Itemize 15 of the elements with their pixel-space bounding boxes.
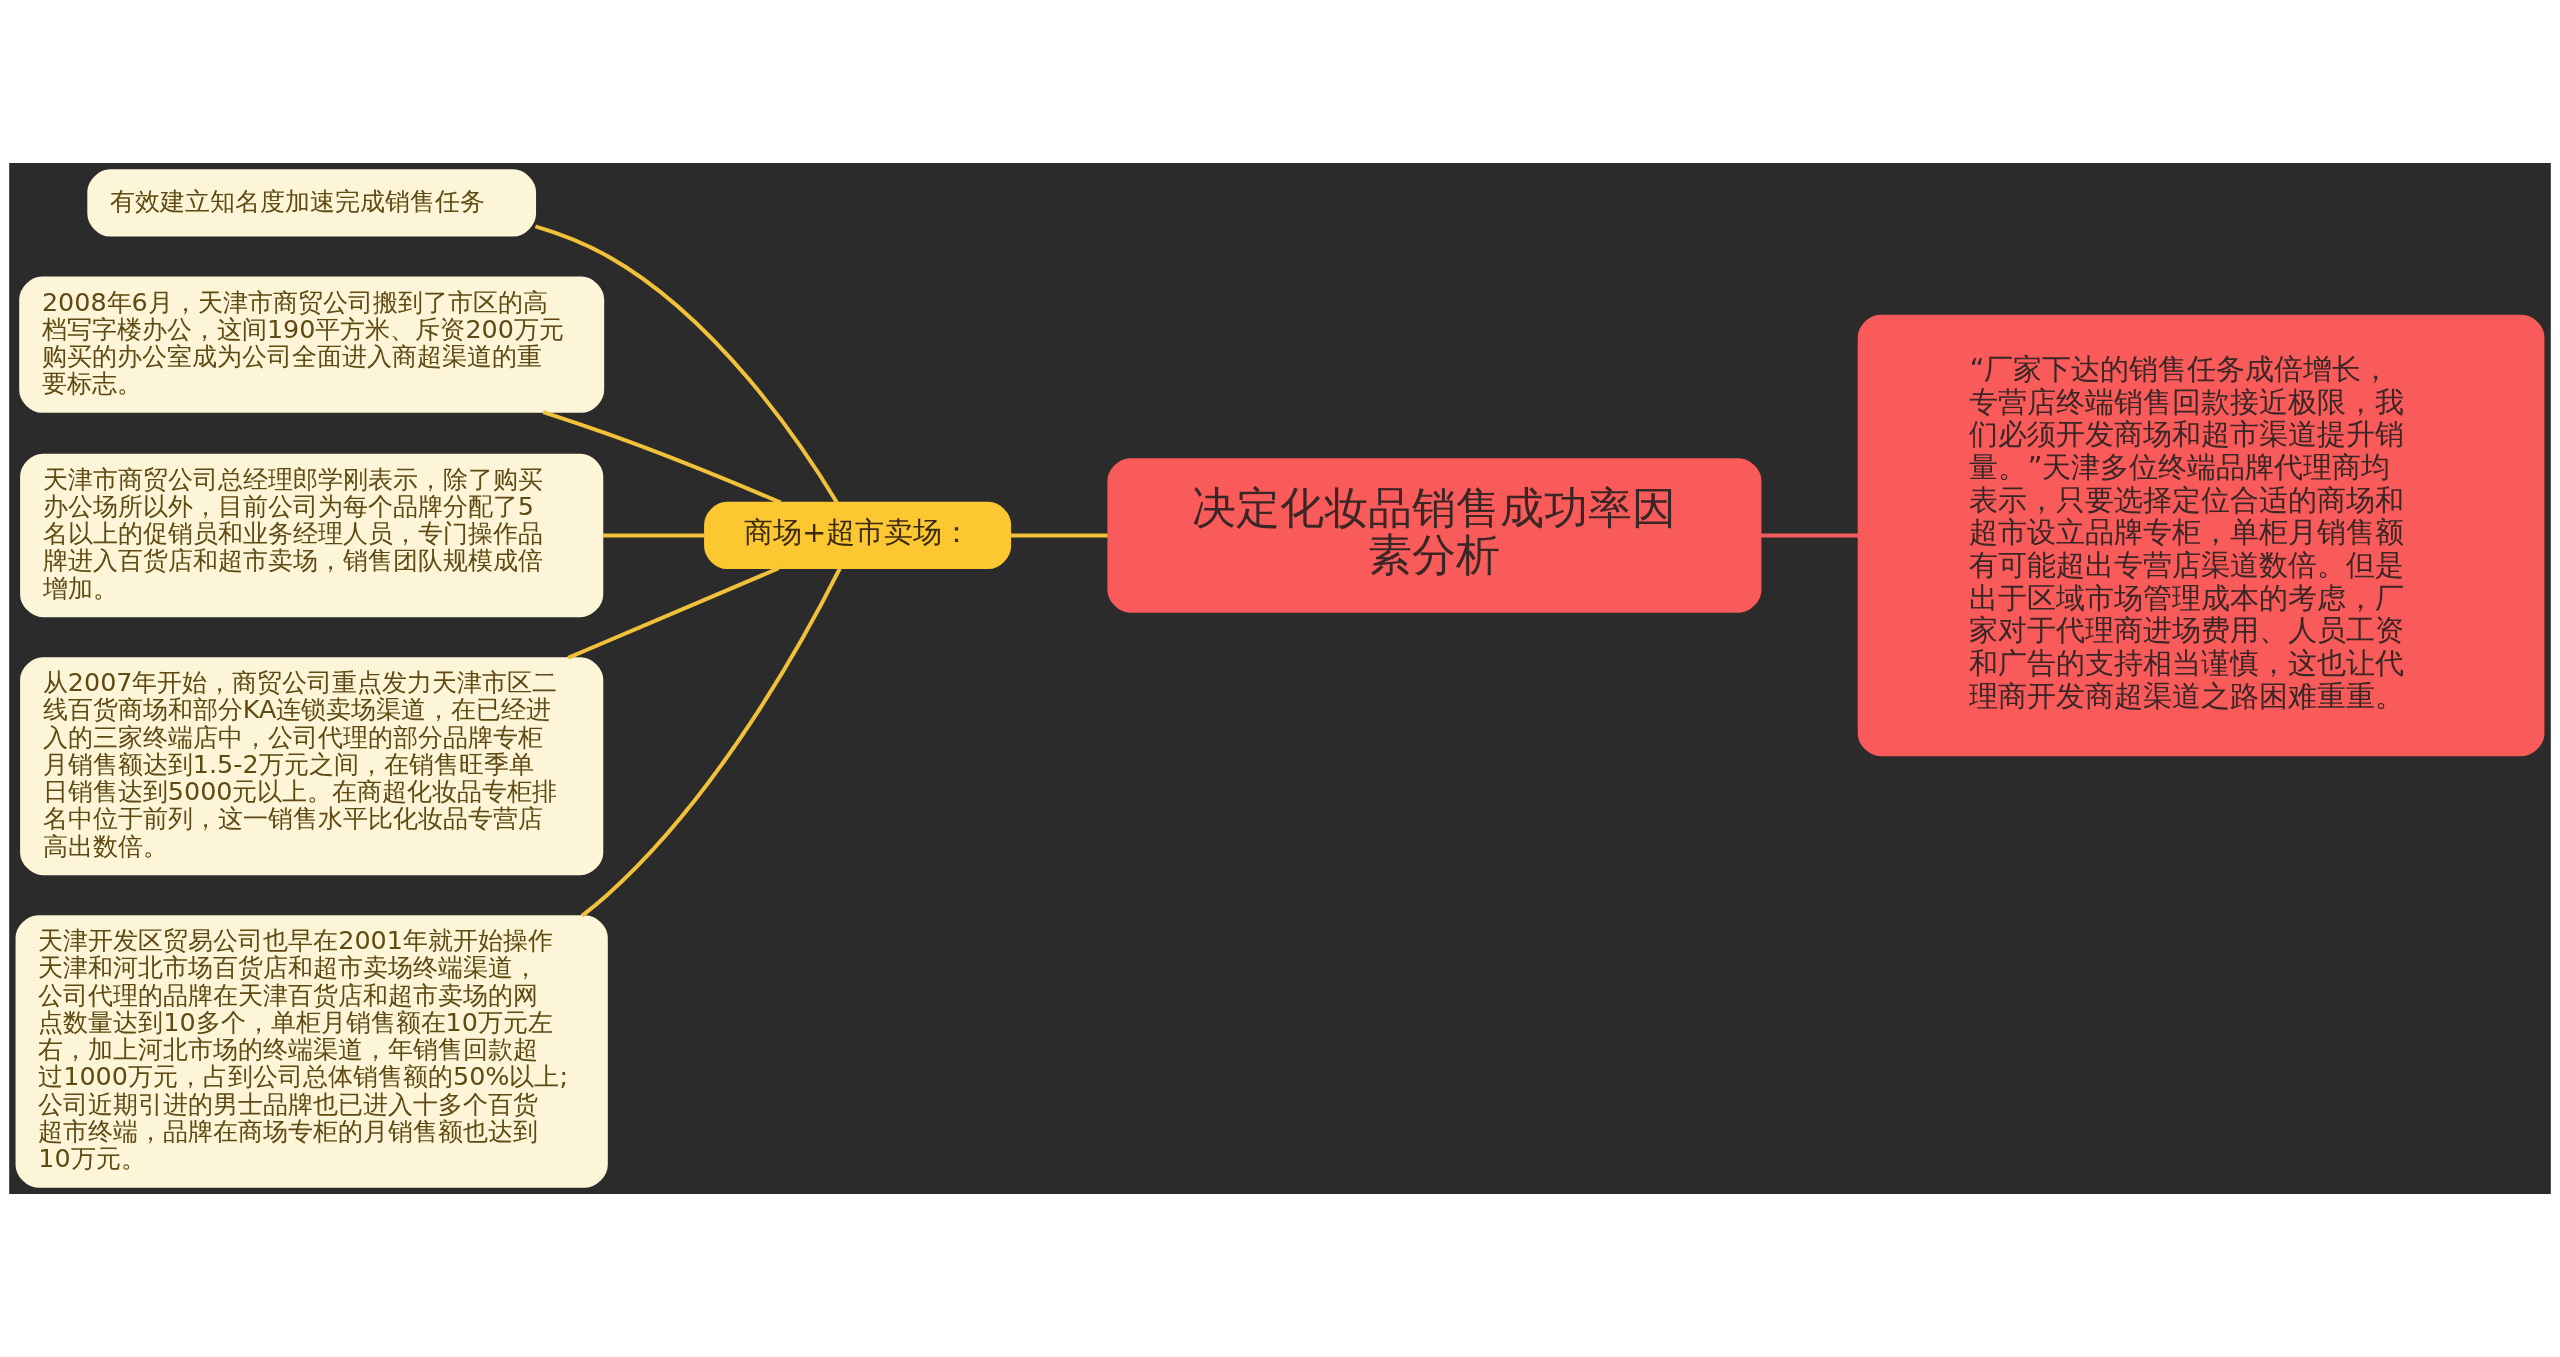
connector [542, 410, 782, 505]
connector [534, 224, 839, 504]
connector [580, 567, 842, 918]
node-box: 2008年6月，天津市商贸公司搬到了市区的高档写字楼办公，这间190平方米、斥资200万元购买的办公室成为公司全面进入商超渠道的重要标志。 [19, 276, 605, 413]
connector [567, 566, 780, 660]
node-box: 有效建立知名度加速完成销售任务 [87, 169, 537, 237]
node-box: 天津开发区贸易公司也早在2001年就开始操作天津和河北市场百货店和超市卖场终端渠道，公司代理的品牌在天津百货店和超市卖场的网点数量达到10多个，单柜月销售额在10万元左右，加上河北市场的终端渠道，年销售回款超过1000万元，占到公司总体销售额的50%以上;公司近期引进的男士品牌也已进入十多个百货超市终端，品牌在商场专柜的月销售额也达到10万元。 [15, 915, 608, 1188]
node-box: 决定化妆品销售成功率因素分析 [1107, 458, 1762, 613]
node-box: 从2007年开始，商贸公司重点发力天津市区二线百货商场和部分KA连锁卖场渠道，在已经进入的三家终端店中，公司代理的部分品牌专柜月销售额达到1.5-2万元之间，在销售旺季单日销售达到5000元以上。在商超化妆品专柜排名中位于前列，这一销售水平比化妆品专营店高出数倍。 [20, 657, 604, 876]
node-box: 商场+超市卖场： [704, 501, 1012, 570]
node-box: 天津市商贸公司总经理郎学刚表示，除了购买办公场所以外，目前公司为每个品牌分配了5名以上的促销员和业务经理人员，专门操作品牌进入百货店和超市卖场，销售团队规模成倍增加。 [20, 453, 604, 618]
node-box: “厂家下达的销售任务成倍增长，专营店终端销售回款接近极限，我们必须开发商场和超市渠道提升销量。”天津多位终端品牌代理商均表示，只要选择定位合适的商场和超市设立品牌专柜，单柜月销售额有可能超出专营店渠道数倍。但是出于区域市场管理成本的考虑，厂家对于代理商进场费用、人员工资和广告的支持相当谨慎，这也让代理商开发商超渠道之路困难重重。 [1857, 314, 2545, 757]
connector [602, 533, 705, 538]
connector [1010, 533, 1108, 538]
connector [1760, 533, 1859, 538]
